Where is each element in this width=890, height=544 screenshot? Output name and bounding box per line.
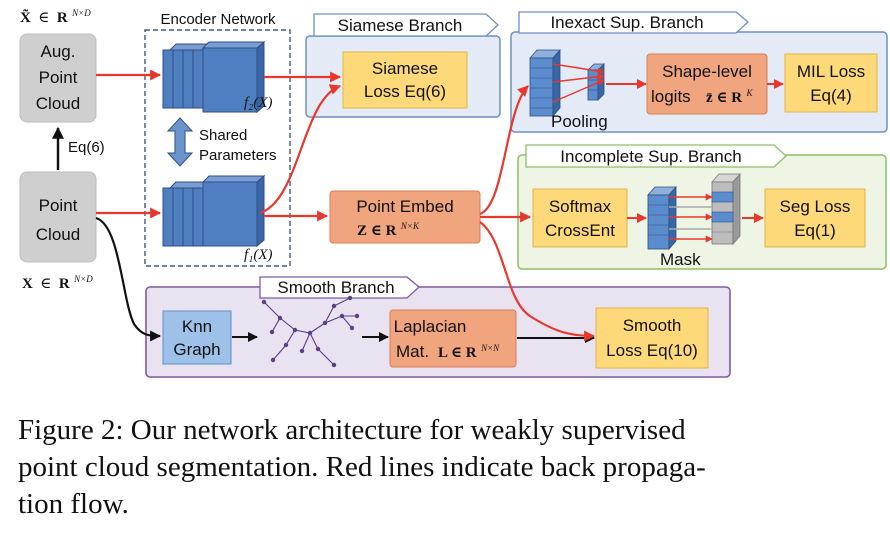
encoder-network: Encoder Network bbox=[144, 11, 291, 267]
logits-math: z̄ ∈ R K bbox=[706, 88, 754, 106]
aug-line-2: Point bbox=[39, 68, 78, 87]
shared-label-1: Shared bbox=[199, 127, 247, 144]
mil-loss-box: MIL Loss Eq(4) bbox=[784, 53, 878, 113]
embed-to-smooth-arrow bbox=[479, 221, 596, 342]
point-cloud-box: Point Cloud bbox=[19, 171, 97, 263]
embed-to-inexact-arrow bbox=[479, 85, 529, 216]
graph-nodes bbox=[261, 295, 360, 368]
siamese-loss-line-2: Loss Eq(6) bbox=[364, 82, 446, 101]
siamese-branch-title: Siamese Branch bbox=[338, 16, 463, 35]
laplacian-line-1: Laplacian bbox=[394, 317, 467, 336]
smooth-branch-title: Smooth Branch bbox=[277, 278, 394, 297]
mask-slab-gray bbox=[711, 172, 741, 246]
seg-loss-line-1: Seg Loss bbox=[780, 197, 851, 216]
seg-loss-line-2: Eq(1) bbox=[794, 221, 836, 240]
pc-line-2: Cloud bbox=[36, 225, 80, 244]
knn-line-1: Knn bbox=[182, 317, 212, 336]
encoder-f2-block bbox=[162, 40, 266, 114]
eq6-label: Eq(6) bbox=[68, 139, 105, 156]
inexact-branch-title: Inexact Sup. Branch bbox=[550, 13, 703, 32]
laplacian-math: L ∈ R N×N bbox=[438, 343, 500, 361]
mask-label: Mask bbox=[660, 250, 701, 269]
laplacian-line-2: Mat. bbox=[396, 342, 429, 361]
figure-caption: Figure 2: Our network architecture for w… bbox=[18, 412, 878, 523]
architecture-diagram: Siamese Branch Inexact Sup. Branch Incom… bbox=[19, 8, 888, 378]
siamese-loss-line-1: Siamese bbox=[372, 59, 438, 78]
pool-arrow-1 bbox=[552, 63, 605, 75]
mil-loss-line-2: Eq(4) bbox=[810, 86, 852, 105]
point-embed-box: Point Embed Z ∈ R N×K bbox=[329, 190, 481, 244]
laplacian-box: Laplacian Mat. L ∈ R N×N bbox=[389, 309, 517, 368]
smooth-loss-line-2: Loss Eq(10) bbox=[606, 341, 698, 360]
shared-label-2: Parameters bbox=[199, 147, 277, 164]
pc-line-1: Point bbox=[39, 196, 78, 215]
pooling-slab bbox=[529, 48, 561, 118]
f1-label: f₁(X) bbox=[244, 247, 273, 263]
aug-line-3: Cloud bbox=[36, 94, 80, 113]
seg-loss-box: Seg Loss Eq(1) bbox=[764, 188, 866, 248]
pool-arrow-2 bbox=[552, 73, 605, 83]
softmax-line-1: Softmax bbox=[549, 197, 612, 216]
siamese-loss-box: Siamese Loss Eq(6) bbox=[342, 51, 468, 109]
knn-graph-box: Knn Graph bbox=[162, 310, 232, 365]
caption-line-1: Figure 2: Our network architecture for w… bbox=[18, 414, 686, 446]
f2-label: f₂(X) bbox=[244, 95, 273, 111]
pc-to-knn-arrow bbox=[95, 216, 162, 342]
f1-to-siamese-arrow bbox=[259, 84, 342, 215]
logits-line-2: logits bbox=[651, 87, 691, 106]
caption-line-3: tion flow. bbox=[18, 488, 129, 520]
aug-math: X̃ ∈ R N×D bbox=[20, 8, 91, 26]
aug-point-cloud-box: Aug. Point Cloud bbox=[19, 33, 97, 123]
caption-line-2: point cloud segmentation. Red lines indi… bbox=[18, 451, 706, 483]
knn-line-2: Graph bbox=[173, 340, 220, 359]
incomplete-branch-title: Incomplete Sup. Branch bbox=[560, 147, 741, 166]
softmax-line-2: CrossEnt bbox=[545, 221, 615, 240]
shared-parameters-icon bbox=[166, 117, 194, 167]
smooth-loss-box: Smooth Loss Eq(10) bbox=[595, 307, 709, 369]
encoder-f1-block bbox=[162, 174, 266, 248]
point-embed-label: Point Embed bbox=[356, 197, 453, 216]
point-embed-math: Z ∈ R N×K bbox=[357, 221, 420, 239]
logits-line-1: Shape-level bbox=[662, 62, 752, 81]
mil-loss-line-1: MIL Loss bbox=[797, 62, 865, 81]
mask-slab-blue bbox=[647, 185, 677, 251]
pooling-label: Pooling bbox=[551, 112, 608, 131]
pool-arrow-3 bbox=[552, 79, 605, 103]
encoder-title: Encoder Network bbox=[160, 11, 276, 28]
aug-line-1: Aug. bbox=[41, 42, 76, 61]
smooth-loss-line-1: Smooth bbox=[623, 316, 682, 335]
pc-math: X ∈ R N×D bbox=[22, 274, 93, 292]
softmax-box: Softmax CrossEnt bbox=[532, 188, 628, 248]
shape-logits-box: Shape-level logits z̄ ∈ R K bbox=[646, 53, 768, 115]
